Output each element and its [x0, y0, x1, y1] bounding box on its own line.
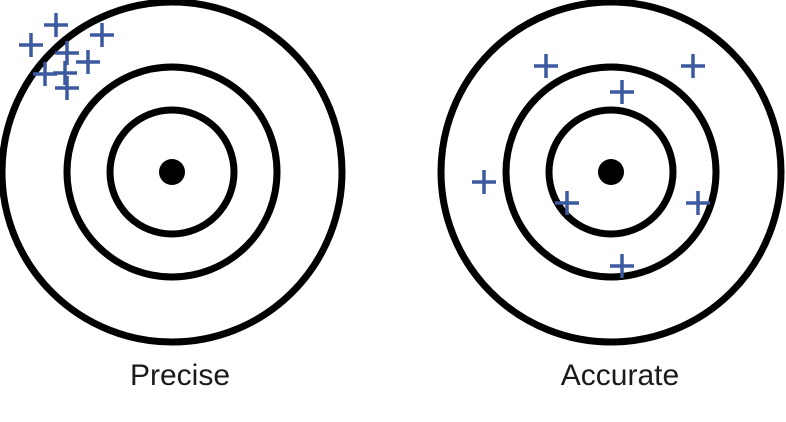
plus-icon — [55, 41, 79, 65]
outer-ring — [0, 0, 346, 346]
plus-icon — [472, 170, 496, 194]
caption-precise: Precise — [129, 359, 231, 392]
hits-accurate — [472, 54, 710, 278]
target-accurate — [437, 0, 785, 346]
bullseye-dot — [159, 159, 185, 185]
middle-ring — [502, 63, 720, 281]
middle-ring — [63, 63, 281, 281]
plus-icon — [610, 80, 634, 104]
outer-ring — [437, 0, 785, 346]
plus-icon — [55, 76, 79, 100]
caption-accurate: Accurate — [560, 359, 680, 392]
plus-icon — [19, 33, 43, 57]
plus-icon — [555, 191, 579, 215]
plus-icon — [681, 54, 705, 78]
plus-icon — [90, 23, 114, 47]
plus-icon — [610, 254, 634, 278]
inner-ring — [106, 106, 238, 238]
bullseye-dot — [598, 159, 624, 185]
plus-icon — [76, 50, 100, 74]
plus-icon — [534, 54, 558, 78]
target-precise — [0, 0, 346, 346]
plus-icon — [53, 61, 77, 85]
plus-icon — [44, 13, 68, 37]
inner-ring — [545, 106, 677, 238]
plus-icon — [686, 191, 710, 215]
hits-precise — [19, 13, 114, 100]
